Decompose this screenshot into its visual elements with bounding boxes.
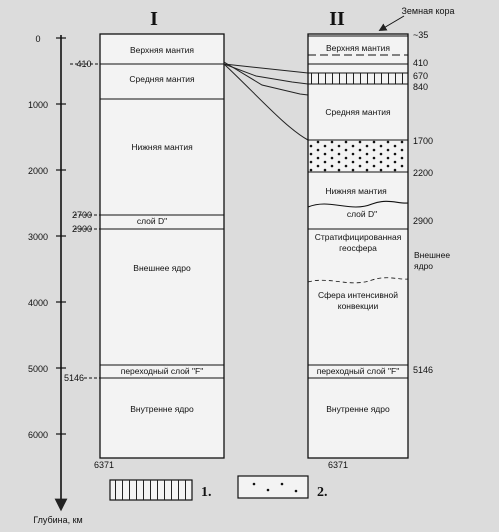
column-1-title: I xyxy=(150,8,158,30)
layer-label-outer-core: Внешнее ядро xyxy=(133,263,191,273)
layer-label-transition-f: переходный слой "F" xyxy=(317,366,400,376)
depth-label: 2700 xyxy=(72,210,92,220)
layer-label-d-layer: слой D" xyxy=(347,209,377,219)
column-1-dashed-markers xyxy=(70,63,100,379)
layer-label-upper-mantle: Верхняя мантия xyxy=(130,45,194,55)
depth-label: 1700 xyxy=(413,136,433,146)
depth-label: 2200 xyxy=(413,168,433,178)
legend-dots-fill xyxy=(252,482,298,493)
pattern-dots-1700-2200 xyxy=(308,140,408,172)
axis-ticks xyxy=(56,37,66,435)
axis-tick-label: 2000 xyxy=(28,166,48,176)
layer-label-inner-core: Внутренне ядро xyxy=(130,404,194,414)
depth-label: 410 xyxy=(413,58,428,68)
column-1-frame xyxy=(99,33,225,459)
correlation-lines xyxy=(223,61,309,141)
legend-hatch-fill xyxy=(110,480,192,500)
axis-tick-label: 5000 xyxy=(28,364,48,374)
column-2-title: II xyxy=(329,8,345,30)
layer-label-d-layer: слой D" xyxy=(137,216,167,226)
layer-label-outer-core-side: Внешнее ядро xyxy=(414,250,450,271)
depth-label: 6371 xyxy=(94,460,114,470)
layer-label-transition-f: переходный слой "F" xyxy=(121,366,204,376)
column-2-frame xyxy=(307,33,409,459)
layer-label-inner-core: Внутренне ядро xyxy=(326,404,390,414)
crust-pointer xyxy=(378,15,405,32)
column-2-wavy-boundary xyxy=(307,200,409,208)
layer-label-upper-mantle: Верхняя мантия xyxy=(326,43,390,53)
legend-number: 2. xyxy=(317,485,328,500)
depth-label: 410 xyxy=(76,59,91,69)
legend-dots-swatch xyxy=(237,475,309,499)
depth-label: 840 xyxy=(413,82,428,92)
depth-label: 2900 xyxy=(413,216,433,226)
depth-label: ~35 xyxy=(413,30,428,40)
axis-tick-label: 1000 xyxy=(28,100,48,110)
layer-label-lower-mantle: Нижняя мантия xyxy=(325,186,387,196)
layer-label-lower-mantle: Нижняя мантия xyxy=(131,142,193,152)
column-1-boundaries xyxy=(100,63,224,379)
axis-tick-label: 6000 xyxy=(28,430,48,440)
depth-label: 670 xyxy=(413,71,428,81)
axis-tick-label: 3000 xyxy=(28,232,48,242)
legend-number: 1. xyxy=(201,485,212,500)
column-2-transition-wavy xyxy=(307,277,409,284)
layer-label-middle-mantle: Средняя мантия xyxy=(129,74,195,84)
column-2-boundaries xyxy=(308,35,408,379)
depth-label: 5146 xyxy=(64,373,84,383)
depth-label: 2900 xyxy=(72,224,92,234)
axis-tick-label: 0 xyxy=(35,34,40,44)
layer-label-convection-sphere: Сфера интенсивной конвекции xyxy=(318,290,398,311)
axis-tick-label: 4000 xyxy=(28,298,48,308)
layer-label-stratified-geosphere: Стратифицированная геосфера xyxy=(315,232,402,253)
pattern-hatch-670-840 xyxy=(308,73,408,84)
depth-label: 6371 xyxy=(328,460,348,470)
layer-label-middle-mantle: Средняя мантия xyxy=(325,107,391,117)
axis-title: Глубина, км xyxy=(33,515,83,525)
crust-label: Земная кора xyxy=(401,6,454,16)
depth-label: 5146 xyxy=(413,365,433,375)
